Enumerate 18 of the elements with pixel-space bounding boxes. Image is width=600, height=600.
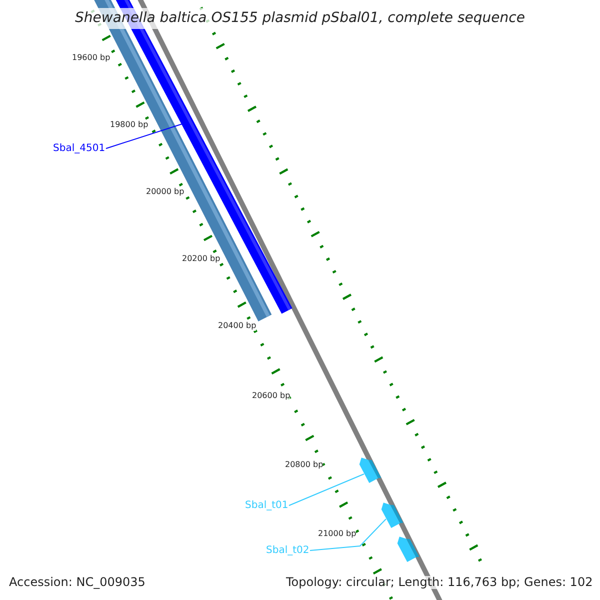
scale-label: 20000 bp xyxy=(146,188,184,197)
scale-label: 19600 bp xyxy=(72,54,110,63)
gene-feature xyxy=(359,458,382,483)
scale-label: 20200 bp xyxy=(182,255,220,264)
scale-label: 19800 bp xyxy=(110,121,148,130)
gene-label: Sbal_4501 xyxy=(53,143,106,154)
scale-label: 20800 bp xyxy=(285,461,324,470)
scale-label: 21000 bp xyxy=(318,530,356,539)
scale-label: 20400 bp xyxy=(218,322,256,331)
leader-line xyxy=(288,474,364,506)
gene-label: Sbal_t01 xyxy=(245,500,288,511)
summary-text: Topology: circular; Length: 116,763 bp; Genes: 102 xyxy=(286,576,593,590)
gene-feature xyxy=(381,502,404,528)
gene-label: Sbal_t02 xyxy=(266,545,310,556)
accession-text: Accession: NC_009035 xyxy=(9,576,146,590)
gene-feature xyxy=(397,536,420,562)
scale-label: 20600 bp xyxy=(252,392,290,401)
leader-line xyxy=(106,124,182,149)
